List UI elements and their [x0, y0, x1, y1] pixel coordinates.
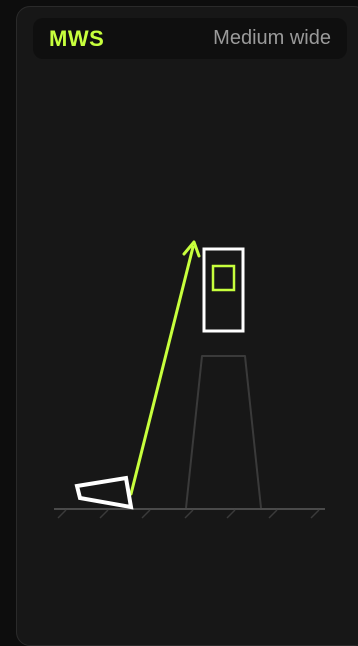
arrow-icon — [131, 242, 199, 494]
subject-figure-icon — [204, 249, 243, 331]
pedestal-icon — [186, 356, 261, 508]
ground-line-icon — [54, 509, 325, 518]
shot-diagram — [0, 0, 358, 619]
camera-icon — [77, 478, 131, 507]
